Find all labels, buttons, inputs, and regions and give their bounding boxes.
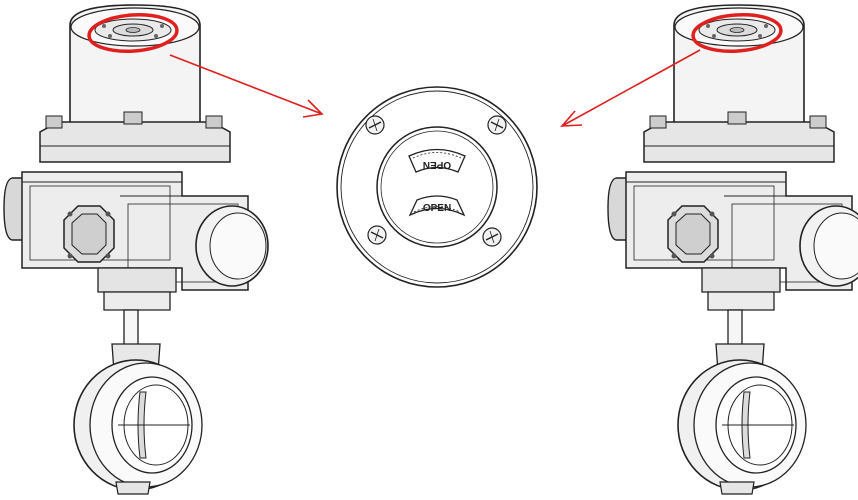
indicator-pointer-inverted: OPEN	[408, 148, 466, 173]
right-highlight-circle	[691, 13, 783, 53]
indicator-closeup: OPEN OPEN	[336, 86, 538, 288]
indicator-label-upright: OPEN	[423, 203, 451, 214]
indicator-pointer-upright: OPEN	[408, 195, 466, 217]
left-arrow	[169, 54, 324, 118]
right-arrow	[560, 49, 701, 127]
screw-bottom-left	[367, 225, 387, 245]
right-actuator-valve	[607, 4, 858, 495]
screw-top-right	[487, 115, 507, 135]
screw-bottom-right	[482, 227, 502, 247]
indicator-label-inverted: OPEN	[423, 159, 451, 170]
screw-top-left	[365, 115, 385, 135]
left-highlight-circle	[87, 13, 179, 53]
